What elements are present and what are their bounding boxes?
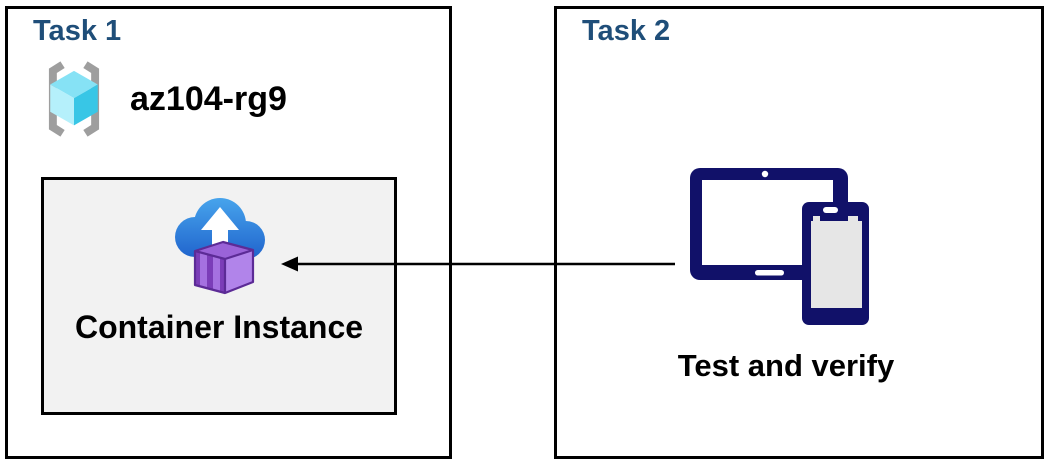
container-box-shape [193,240,255,295]
resource-group: az104-rg9 [30,55,287,143]
resource-group-name: az104-rg9 [130,79,287,118]
container-instance-label: Container Instance [74,309,364,345]
phone-shape [802,202,869,325]
task2-box: Task 2 Test and verify [554,6,1044,459]
test-verify-label: Test and verify [677,348,895,383]
upload-arrow-icon [201,207,239,256]
task1-title: Task 1 [33,15,122,47]
container-instance-icon [175,198,265,295]
resource-group-icon [48,61,100,137]
tablet-phone-icon [690,168,869,325]
container-instance-panel: Container Instance [41,177,397,415]
task1-box: Task 1 az104-rg9 [5,6,452,459]
arrowhead-left [281,256,298,272]
arrow-task2-to-container [281,256,675,272]
task2-title: Task 2 [582,15,671,47]
